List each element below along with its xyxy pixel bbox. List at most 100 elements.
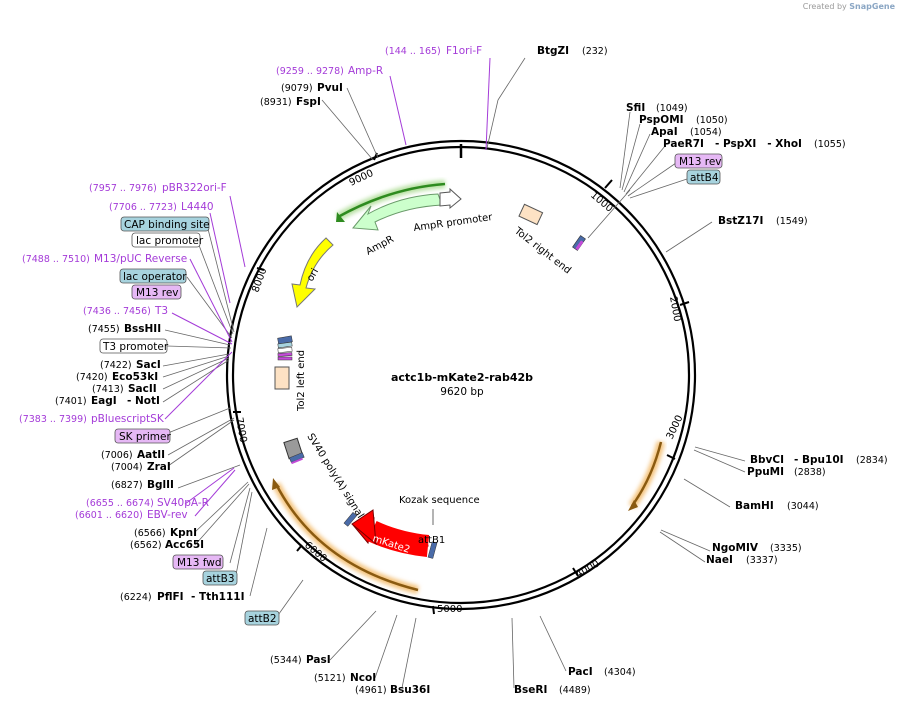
enzyme-paer7i: PaeR7I- PspXI - XhoI(1055) — [663, 138, 846, 150]
svg-text:(5121): (5121) — [314, 673, 346, 684]
enzyme-acc65i: Acc65I(6562) — [130, 539, 204, 551]
attb1-label: attB1 — [418, 535, 445, 546]
primer-f1ori-f: (144 .. 165) F1ori-F — [385, 45, 482, 57]
enzyme-ngomiv: NgoMIV (3335) — [712, 542, 802, 554]
backbone-outer — [225, 139, 697, 611]
enzyme-fspi: FspI (8931) — [260, 96, 321, 108]
snapgene-logo: SnapGene — [849, 2, 895, 11]
svg-text:(3044): (3044) — [787, 501, 819, 512]
svg-text:PflFI: PflFI — [157, 591, 184, 603]
svg-text:NcoI: NcoI — [350, 672, 376, 684]
box-m13-rev-right: M13 rev — [674, 153, 723, 169]
svg-text:(7957 .. 7976): (7957 .. 7976) — [89, 183, 157, 194]
svg-text:M13/pUC Reverse: M13/pUC Reverse — [94, 253, 187, 265]
svg-text:(1549): (1549) — [776, 216, 808, 227]
svg-text:(1055): (1055) — [814, 139, 846, 150]
svg-text:(6562): (6562) — [130, 540, 162, 551]
tick-2000: 2000 — [667, 296, 690, 323]
svg-text:(1050): (1050) — [696, 115, 728, 126]
svg-text:F1ori-F: F1ori-F — [446, 45, 482, 57]
svg-text:BtgZI: BtgZI — [537, 45, 569, 57]
svg-text:CAP binding site: CAP binding site — [124, 219, 210, 231]
box-attb3: attB3 — [202, 570, 238, 586]
svg-text:attB3: attB3 — [206, 573, 235, 585]
svg-text:BbvCI: BbvCI — [750, 454, 784, 466]
svg-text:(5344): (5344) — [270, 655, 302, 666]
tol2-left-feature — [274, 366, 290, 390]
enzyme-btgzi: BtgZI(232) — [537, 45, 608, 57]
svg-text:M13 fwd: M13 fwd — [177, 557, 222, 569]
svg-text:Bsu36I: Bsu36I — [390, 684, 430, 696]
enzyme-paci: PacI(4304) — [568, 666, 636, 678]
svg-text:FspI: FspI — [296, 96, 321, 108]
svg-text:M13 rev: M13 rev — [679, 156, 722, 168]
enzyme-eco53ki: Eco53kI (7420) — [76, 371, 158, 383]
svg-text:(7455): (7455) — [88, 324, 120, 335]
enzyme-eagi: EagI- NotI(7401) — [55, 395, 160, 407]
svg-text:L4440: L4440 — [181, 201, 214, 213]
svg-text:(8931): (8931) — [260, 97, 292, 108]
svg-text:attB2: attB2 — [248, 613, 277, 625]
svg-text:(4961): (4961) — [355, 685, 387, 696]
enzyme-bsshii: BssHII(7455) — [88, 323, 161, 335]
box-m13-fwd: M13 fwd — [172, 554, 224, 570]
enzyme-pasi: PasI (5344) — [270, 654, 331, 666]
svg-text:(4489): (4489) — [559, 685, 591, 696]
enzyme-bbvci: BbvCI- Bpu10I(2834) — [750, 454, 888, 466]
svg-text:(6566): (6566) — [134, 528, 166, 539]
svg-text:(7401): (7401) — [55, 396, 87, 407]
kozak-glyph — [343, 511, 358, 527]
enzyme-sacii: SacII(7413) — [92, 383, 157, 395]
svg-text:(7420): (7420) — [76, 372, 108, 383]
svg-text:PasI: PasI — [306, 654, 331, 666]
svg-text:M13 rev: M13 rev — [136, 287, 179, 299]
svg-text:(7383 .. 7399): (7383 .. 7399) — [19, 414, 87, 425]
primer-t3: (7436 .. 7456)T3 — [83, 305, 168, 317]
svg-text:2000: 2000 — [667, 296, 682, 323]
svg-text:(2834): (2834) — [856, 455, 888, 466]
svg-text:PpuMI: PpuMI — [747, 466, 784, 478]
primer-m13-puc-reverse: (7488 .. 7510)M13/pUC Reverse — [22, 253, 187, 265]
svg-text:(7413): (7413) — [92, 384, 124, 395]
ori-feature — [291, 237, 334, 309]
ampr-promoter-feature — [439, 187, 462, 210]
svg-text:attB4: attB4 — [690, 172, 719, 184]
enzyme-zrai: ZraI(7004) — [111, 461, 171, 473]
svg-text:KpnI: KpnI — [170, 527, 197, 539]
svg-text:Acc65I: Acc65I — [165, 539, 204, 551]
svg-text:(3335): (3335) — [770, 543, 802, 554]
kozak-label: Kozak sequence — [399, 495, 480, 506]
primer-sv40pa-r: (6655 .. 6674)SV40pA-R — [86, 497, 209, 509]
svg-text:- NotI: - NotI — [127, 395, 160, 407]
svg-text:Eco53kI: Eco53kI — [112, 371, 158, 383]
enzyme-pspomi: PspOMI(1050) — [639, 114, 728, 126]
primer-pbluescriptsk: (7383 .. 7399) pBluescriptSK — [19, 413, 165, 425]
box-attb2: attB2 — [244, 610, 280, 626]
enzyme-bstz17i: BstZ17I (1549) — [718, 215, 808, 227]
svg-text:(9259 .. 9278): (9259 .. 9278) — [276, 66, 344, 77]
svg-text:NaeI: NaeI — [706, 554, 733, 566]
box-cap-binding-site: CAP binding site — [120, 216, 210, 232]
svg-text:(6655 .. 6674): (6655 .. 6674) — [86, 498, 154, 509]
primer-ebv-rev: (6601 .. 6620)EBV-rev — [75, 509, 188, 521]
primer-pbr322ori-f: (7957 .. 7976) pBR322ori-F — [89, 182, 227, 194]
svg-text:BseRI: BseRI — [514, 684, 547, 696]
plasmid-name: actc1b-mKate2-rab42b — [391, 371, 533, 384]
enzyme-ncoi: NcoI (5121) — [314, 672, 376, 684]
enzyme-bglii: BglII(6827) — [111, 479, 174, 491]
svg-text:ApaI: ApaI — [651, 126, 678, 138]
svg-text:(144 .. 165): (144 .. 165) — [385, 46, 441, 57]
svg-text:lac promoter: lac promoter — [136, 235, 204, 247]
enzyme-bseri: BseRI (4489) — [514, 684, 591, 696]
svg-text:(6601 .. 6620): (6601 .. 6620) — [75, 510, 143, 521]
svg-text:T3: T3 — [154, 305, 168, 317]
svg-text:BstZ17I: BstZ17I — [718, 215, 763, 227]
svg-text:7000: 7000 — [233, 417, 248, 444]
tick-7000: 7000 — [233, 411, 248, 444]
svg-text:(7706 .. 7723): (7706 .. 7723) — [109, 202, 177, 213]
svg-text:BamHI: BamHI — [735, 500, 774, 512]
svg-text:NgoMIV: NgoMIV — [712, 542, 759, 554]
svg-text:pBR322ori-F: pBR322ori-F — [162, 182, 227, 194]
svg-text:pBluescriptSK: pBluescriptSK — [91, 413, 165, 425]
